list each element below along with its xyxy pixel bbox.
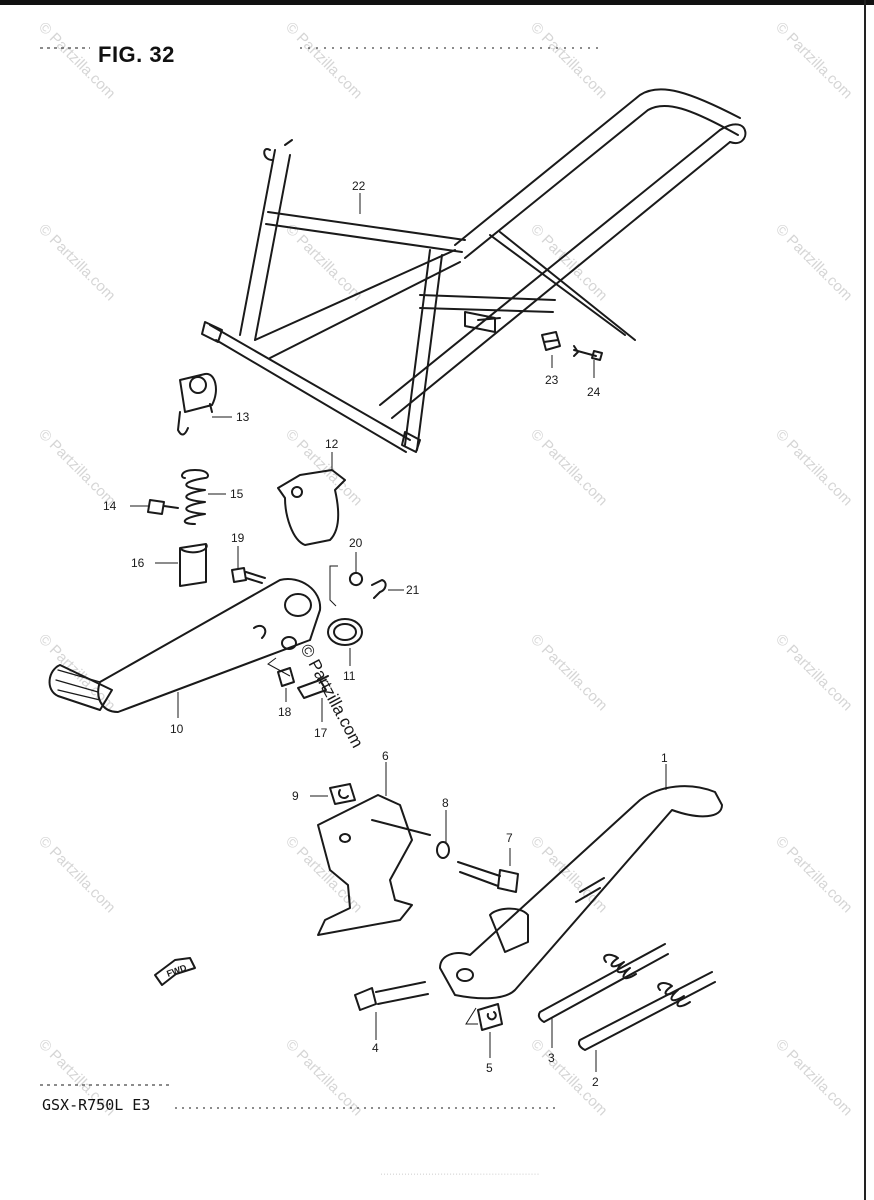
callout-19: 19 (231, 531, 245, 545)
watermark: © Partzilla.com (282, 19, 365, 102)
watermark: © Partzilla.com (35, 833, 118, 916)
spring-bracket (177, 372, 217, 436)
coil-spring (181, 469, 209, 525)
right-border (864, 0, 866, 1200)
watermark: © Partzilla.com (772, 833, 855, 916)
nut (329, 783, 356, 805)
callout-15: 15 (230, 487, 244, 501)
watermark: © Partzilla.com (282, 221, 365, 304)
callout-3: 3 (548, 1051, 555, 1065)
bolt (573, 345, 603, 361)
callout-12: 12 (325, 437, 339, 451)
callout-21: 21 (406, 583, 420, 597)
callout-numbers: 22 23 24 13 12 15 14 19 20 16 21 11 10 1… (103, 179, 668, 1089)
stand-lever (48, 578, 322, 713)
callout-9: 9 (292, 789, 299, 803)
watermark: © Partzilla.com (35, 221, 118, 304)
cotter-pin (371, 579, 387, 599)
watermark: © Partzilla.com (35, 19, 118, 102)
bolt (354, 981, 429, 1011)
callout-14: 14 (103, 499, 117, 513)
callout-24: 24 (587, 385, 601, 399)
forward-direction-arrow: FWD (154, 957, 196, 986)
footer-fine-print: ········································… (380, 1172, 540, 1178)
washer (327, 618, 363, 646)
callout-4: 4 (372, 1041, 379, 1055)
bolt (231, 567, 266, 584)
callout-7: 7 (506, 831, 513, 845)
callout-11: 11 (343, 669, 356, 683)
callout-22: 22 (352, 179, 366, 193)
sleeve (179, 543, 208, 587)
watermark: © Partzilla.com (527, 833, 610, 916)
coil-spring (603, 953, 637, 980)
watermark: © Partzilla.com (282, 1036, 365, 1119)
callout-23: 23 (545, 373, 559, 387)
watermark: © Partzilla.com (527, 19, 610, 102)
collar (477, 1003, 503, 1031)
spring-hook (578, 971, 716, 1051)
nut (541, 331, 561, 351)
side-stand (439, 785, 723, 1000)
leader-lines (130, 193, 667, 1072)
watermark: © Partzilla.com (772, 1036, 855, 1119)
washer (348, 571, 364, 587)
callout-16: 16 (131, 556, 145, 570)
callout-2: 2 (592, 1075, 599, 1089)
callout-1: 1 (661, 751, 668, 765)
bolt (297, 675, 329, 699)
watermark: © Partzilla.com (527, 631, 610, 714)
spring-hook (537, 943, 669, 1023)
figure-title: FIG. 32 (98, 42, 175, 67)
watermark: © Partzilla.com (772, 426, 855, 509)
coil-spring (657, 982, 691, 1008)
top-border (0, 0, 874, 5)
stand-clip (277, 469, 346, 546)
model-code: GSX-R750L E3 (42, 1096, 151, 1114)
watermark: © Partzilla.com (527, 426, 610, 509)
watermark: © Partzilla.com (772, 631, 855, 714)
washer (436, 841, 450, 859)
bolt (147, 499, 179, 515)
watermark: © Partzilla.com (772, 221, 855, 304)
watermark-layer: © Partzilla.com © Partzilla.com © Partzi… (35, 19, 855, 1119)
bolt (457, 861, 519, 893)
callout-5: 5 (486, 1061, 493, 1075)
callout-17: 17 (314, 726, 328, 740)
stand-bracket (317, 794, 431, 936)
watermark: © Partzilla.com (772, 19, 855, 102)
callout-8: 8 (442, 796, 449, 810)
callout-10: 10 (170, 722, 184, 736)
watermark: © Partzilla.com (35, 426, 118, 509)
callout-6: 6 (382, 749, 389, 763)
callout-18: 18 (278, 705, 292, 719)
callout-20: 20 (349, 536, 363, 550)
callout-13: 13 (236, 410, 250, 424)
center-stand-frame (201, 88, 747, 453)
nut (277, 667, 295, 687)
